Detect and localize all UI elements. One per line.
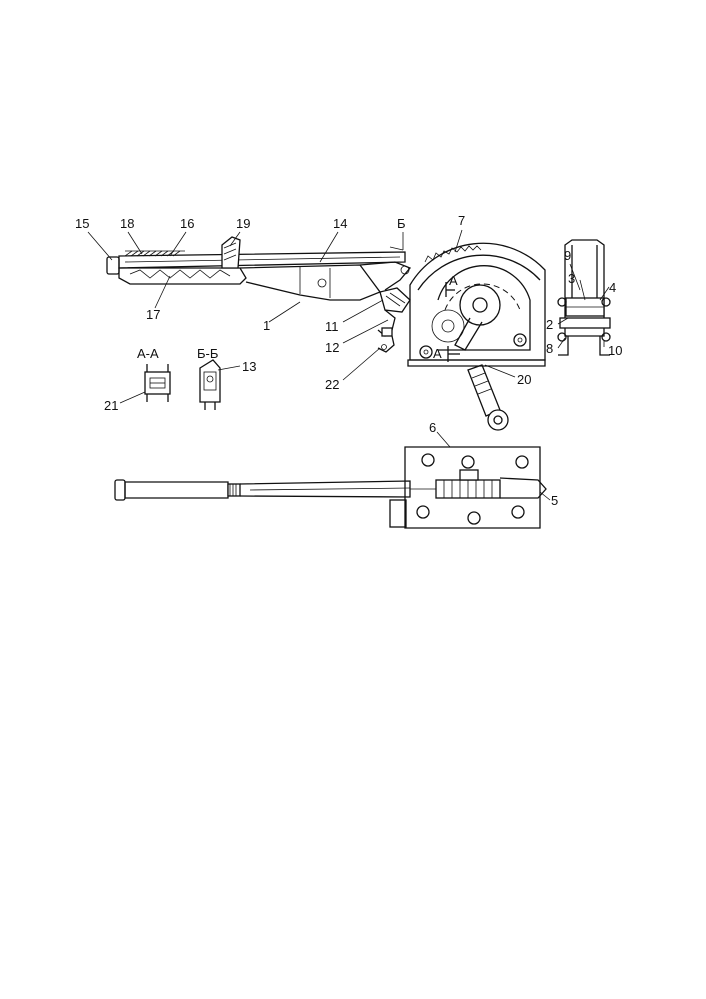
label-18: 18	[120, 216, 134, 231]
top-view	[114, 446, 547, 529]
label-15: 15	[75, 216, 89, 231]
label-11: 11	[325, 319, 339, 334]
leader-lines	[87, 229, 610, 501]
label-14: 14	[333, 216, 347, 231]
rack-hatching	[124, 250, 185, 257]
cable-rod	[467, 364, 509, 431]
section-arrow-a-top-label: А	[449, 273, 458, 288]
label-22: 22	[325, 377, 339, 392]
label-17: 17	[146, 307, 160, 322]
label-8: 8	[546, 341, 553, 356]
label-19: 19	[236, 216, 250, 231]
label-6: 6	[429, 420, 436, 435]
sector-plate	[407, 242, 546, 367]
label-7: 7	[458, 213, 465, 228]
label-5: 5	[551, 493, 558, 508]
label-2: 2	[546, 317, 553, 332]
part-labels: 15 18 16 19 17 14 1 11 12 22 7 20 9 3 4 …	[75, 213, 622, 508]
label-21: 21	[104, 398, 118, 413]
section-a-a	[144, 364, 171, 402]
label-3: 3	[568, 271, 575, 286]
label-4: 4	[609, 280, 616, 295]
view-arrow-b-label: Б	[397, 216, 406, 231]
section-b-b-title: Б-Б	[197, 346, 218, 361]
label-12: 12	[325, 340, 339, 355]
label-1: 1	[263, 318, 270, 333]
lever-side-view	[106, 236, 412, 353]
section-a-a-title: А-А	[137, 346, 159, 361]
label-20: 20	[517, 372, 531, 387]
label-13: 13	[242, 359, 256, 374]
section-b-b	[199, 359, 221, 410]
label-10: 10	[608, 343, 622, 358]
label-16: 16	[180, 216, 194, 231]
section-arrow-a-bottom-label: А	[433, 346, 442, 361]
label-9: 9	[564, 248, 571, 263]
section-marks: А-А Б-Б Б А А	[137, 216, 458, 361]
